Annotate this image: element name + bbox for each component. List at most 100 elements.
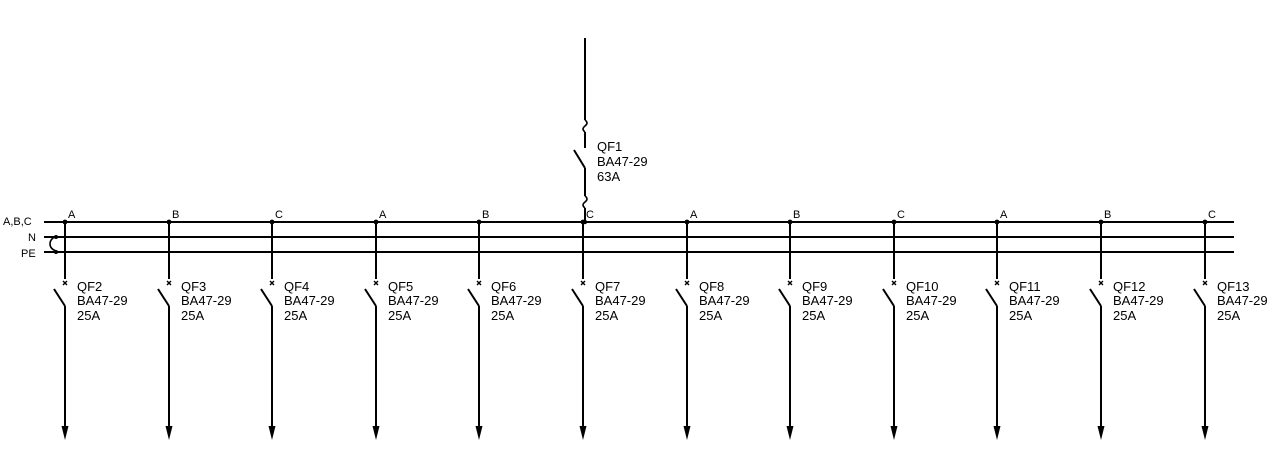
feeder-arrow [786,426,794,440]
feeder-phase-label: B [172,209,179,221]
feeder-breaker-rating: 25A [1217,308,1240,323]
feeder-breaker-rating: 25A [491,308,514,323]
feeder-breaker-rating: 25A [1113,308,1136,323]
feeder-breaker-model: BA47-29 [388,293,439,308]
breaker-blade [157,288,170,307]
contact-mark [1202,280,1208,286]
feeder-phase-label: C [275,209,283,221]
contact-mark [1098,280,1104,286]
feeder-breaker-model: BA47-29 [595,293,646,308]
feeder-breaker-rating: 25A [595,308,618,323]
breaker-blade [778,288,791,307]
feeder-breaker-id: QF5 [388,279,413,294]
feeder-breaker-model: BA47-29 [1009,293,1060,308]
feeder-breaker-rating: 25A [284,308,307,323]
feeder-breaker-model: BA47-29 [1217,293,1268,308]
breaker-blade [571,288,584,307]
feeder-arrow [1097,426,1105,440]
feeder-phase-label: C [586,209,594,221]
breaker-blade [53,288,66,307]
feeder-breaker-model: BA47-29 [1113,293,1164,308]
feeder-phase-label: B [793,209,800,221]
feeder-breaker-model: BA47-29 [77,293,128,308]
breaker-blade [882,288,895,307]
feeder-phase-label: B [1104,209,1111,221]
feeder-breaker-rating: 25A [1009,308,1032,323]
feeder-breaker-model: BA47-29 [802,293,853,308]
breaker-blade [675,288,688,307]
contact-mark [994,280,1000,286]
feeder-phase-label: C [897,209,905,221]
n-pe-jumper [49,235,58,254]
earth-bus-label: PE [21,248,36,260]
feeder-arrow [165,426,173,440]
contact-mark [787,280,793,286]
feeder-breaker-rating: 25A [388,308,411,323]
feeder-arrow [61,426,69,440]
feeder-breaker-id: QF3 [181,279,206,294]
contact-mark [269,280,275,286]
feeder-phase-label: B [482,209,489,221]
feeder-breaker-id: QF11 [1009,279,1041,294]
contact-mark [891,280,897,286]
phase-bus-label: A,B,C [3,216,32,228]
feeder-phase-label: A [379,209,387,221]
feeder-breaker-id: QF10 [906,279,939,294]
breaker-blade [467,288,480,307]
feeder-breakers: AQF2BA47-2925ABQF3BA47-2925ACQF4BA47-292… [53,209,1268,440]
breaker-blade [985,288,998,307]
feeder-breaker-rating: 25A [181,308,204,323]
main-breaker-model: BA47-29 [597,154,648,169]
feeder-breaker-id: QF2 [77,279,102,294]
feeder-arrow [268,426,276,440]
feeder-breaker-id: QF6 [491,279,516,294]
feeder-breaker-rating: 25A [699,308,722,323]
feeder-breaker-id: QF9 [802,279,827,294]
contact-mark [373,280,379,286]
feeder-breaker-id: QF13 [1217,279,1250,294]
main-breaker [573,38,588,225]
contact-mark [62,280,68,286]
feeder-phase-label: C [1208,209,1216,221]
contact-mark [580,280,586,286]
feeder-phase-label: A [690,209,698,221]
contact-mark [684,280,690,286]
feeder-breaker-model: BA47-29 [284,293,335,308]
feeder-arrow [1201,426,1209,440]
feeder-arrow [579,426,587,440]
feeder-arrow [993,426,1001,440]
breaker-blade [260,288,273,307]
feeder-breaker-model: BA47-29 [491,293,542,308]
feeder-breaker-model: BA47-29 [906,293,957,308]
feeder-breaker-id: QF4 [284,279,309,294]
main-breaker-id: QF1 [597,139,622,154]
feeder-arrow [890,426,898,440]
breaker-blade [1089,288,1102,307]
feeder-arrow [372,426,380,440]
feeder-breaker-id: QF12 [1113,279,1146,294]
feeder-breaker-rating: 25A [906,308,929,323]
feeder-arrow [475,426,483,440]
busbars [44,221,1234,253]
feeder-breaker-model: BA47-29 [699,293,750,308]
feeder-breaker-rating: 25A [802,308,825,323]
contact-mark [476,280,482,286]
feeder-phase-label: A [1000,209,1008,221]
neutral-bus-label: N [28,232,36,244]
feeder-breaker-id: QF8 [699,279,724,294]
main-breaker-rating: 63A [597,169,620,184]
breaker-blade [364,288,377,307]
feeder-phase-label: A [68,209,76,221]
